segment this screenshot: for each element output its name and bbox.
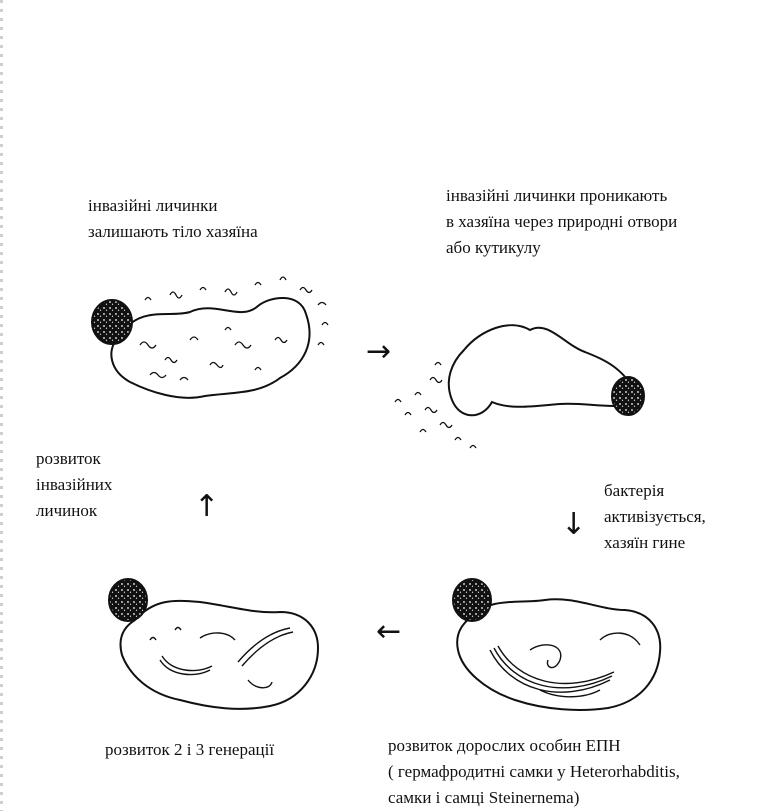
label-juvenile-development: розвиток інвазійних личинок — [36, 446, 112, 524]
label-bacteria-host-dies: бактерія активізується, хазяїн гине — [604, 478, 706, 556]
arrow-left: ← — [376, 617, 401, 647]
larva-emerging-juveniles — [92, 277, 328, 398]
arrow-down: ↓ — [561, 510, 586, 540]
larva-adult-epn — [453, 579, 660, 710]
larva-juveniles-entering — [395, 325, 644, 448]
label-adult-epn: розвиток дорослих особин ЕПН ( гермафрод… — [388, 733, 680, 811]
larva-second-third-generation — [109, 579, 318, 709]
arrow-up: ↑ — [194, 492, 219, 522]
label-generations: розвиток 2 і 3 генерації — [105, 737, 274, 763]
arrow-right: → — [366, 337, 391, 367]
label-juveniles-enter-host: інвазійні личинки проникають в хазяїна ч… — [446, 183, 677, 261]
label-juveniles-leave-host: інвазійні личинки залишають тіло хазяїна — [88, 193, 258, 245]
